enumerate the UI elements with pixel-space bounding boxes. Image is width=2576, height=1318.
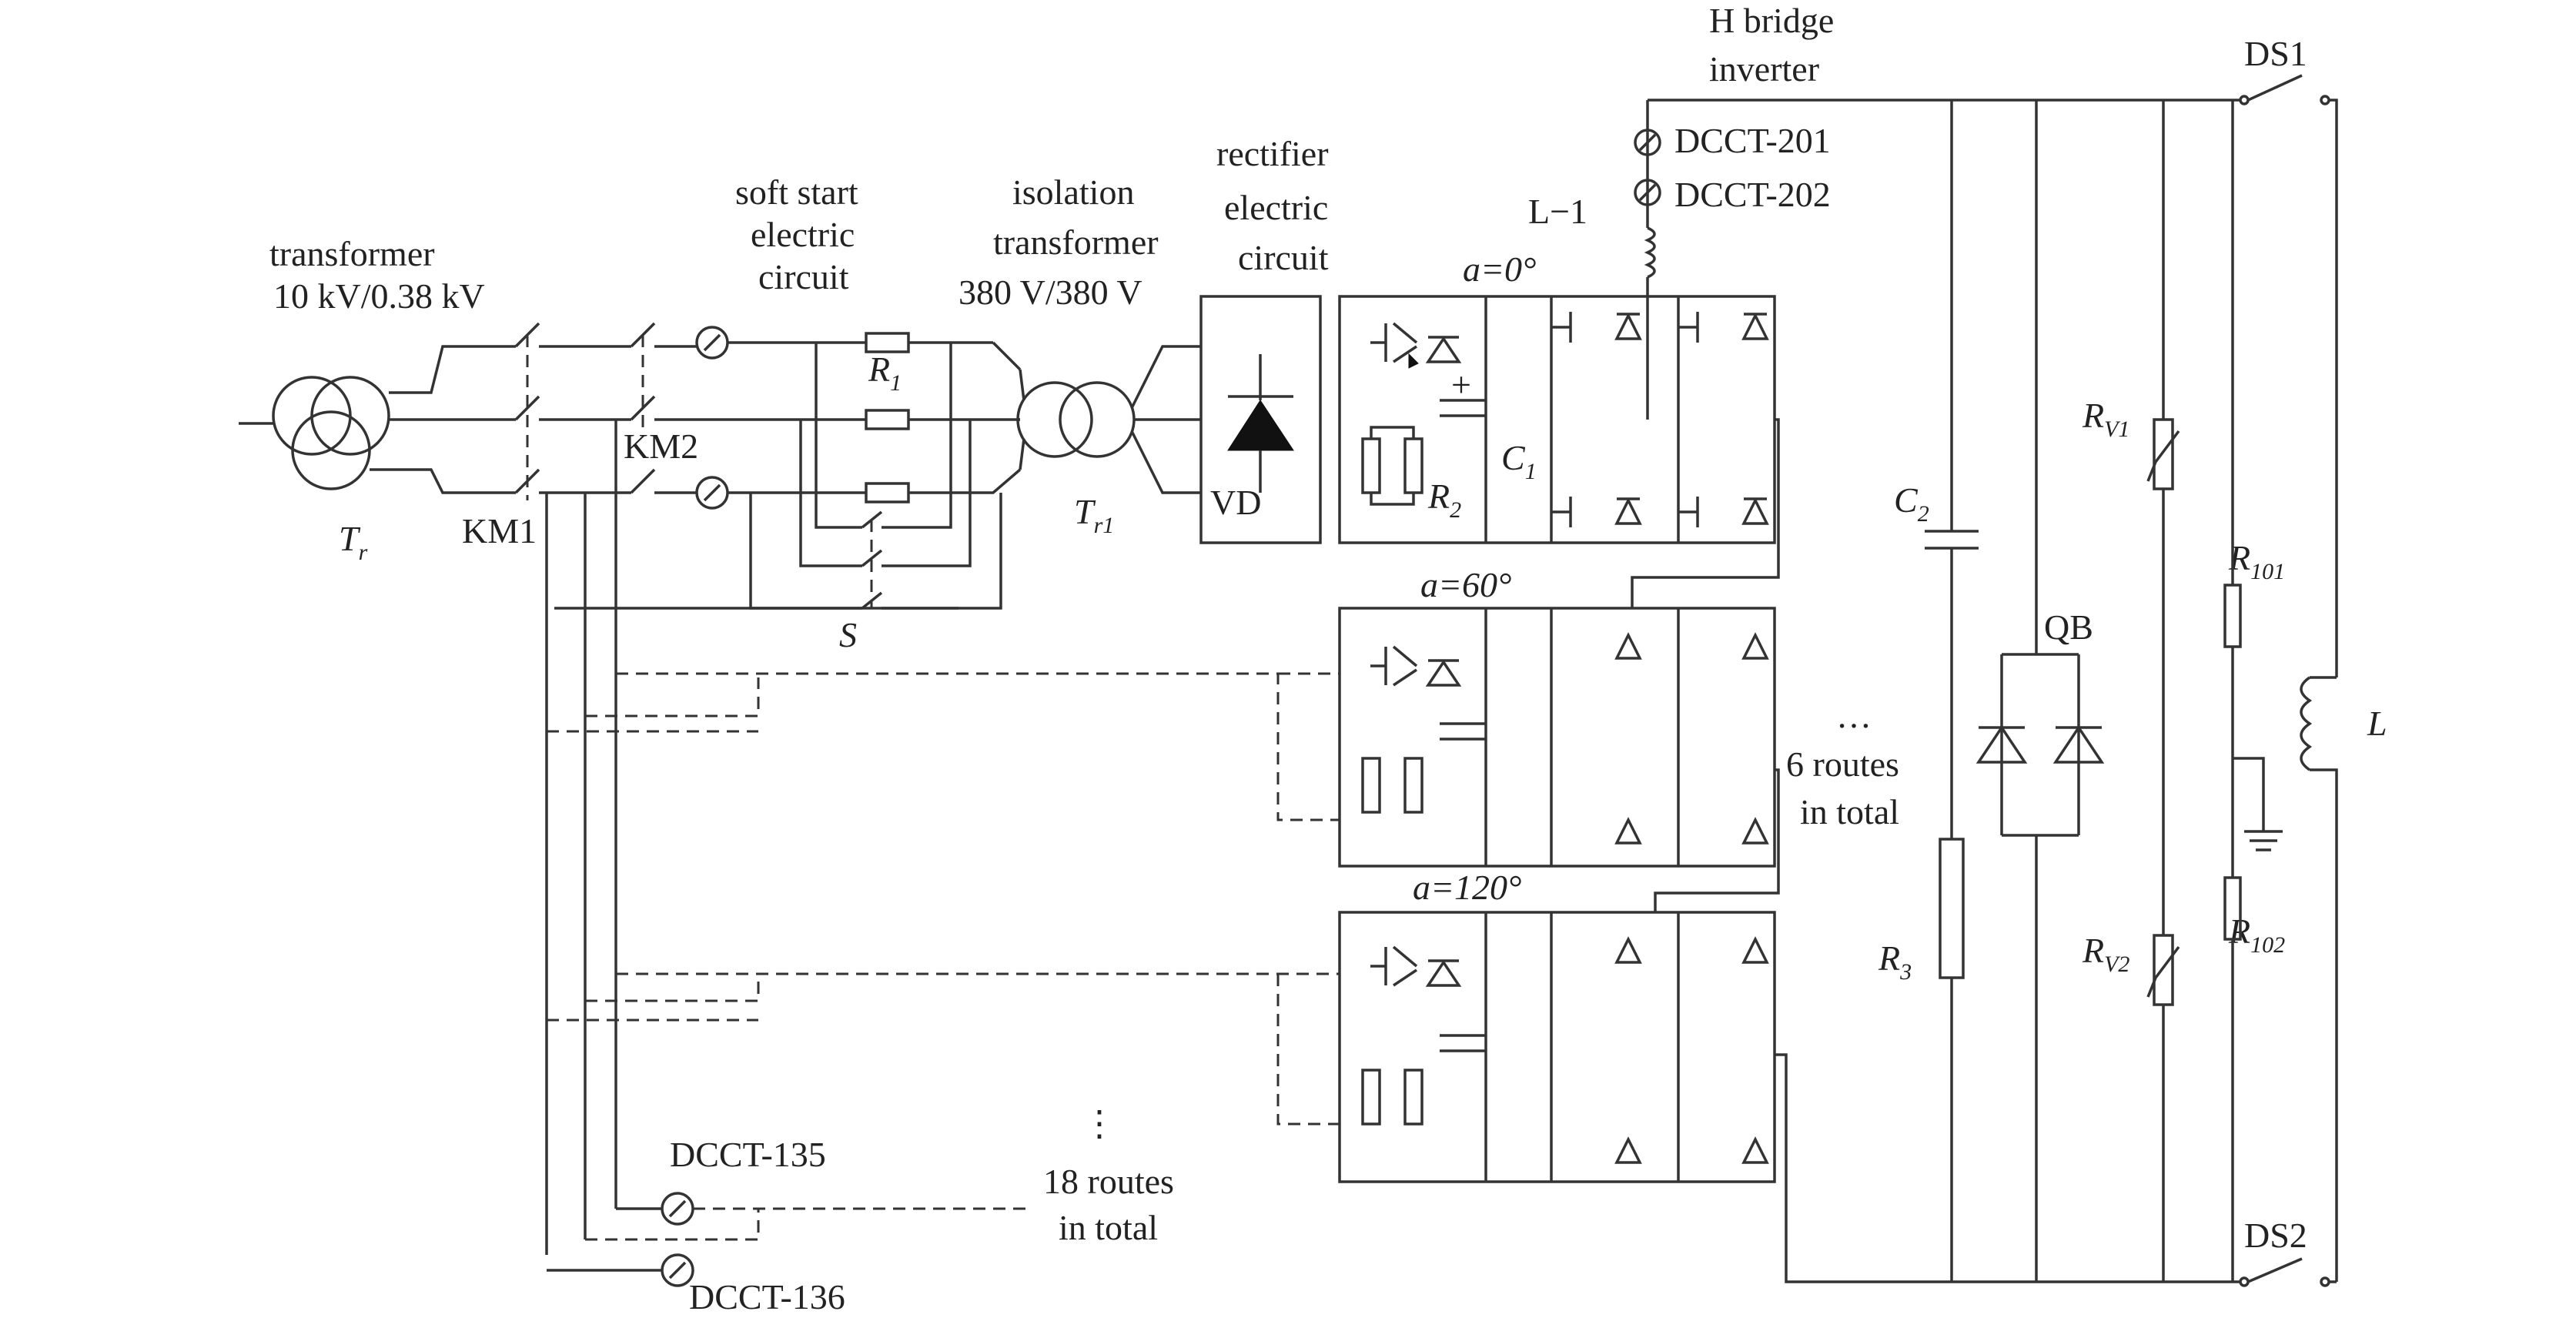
rv2-label: RV2 bbox=[2082, 931, 2129, 977]
l-label: L bbox=[2367, 704, 2387, 743]
isolation-label-1: isolation bbox=[1012, 172, 1134, 212]
c2-r3-branch bbox=[1925, 100, 1979, 1282]
varistor-branch bbox=[2146, 100, 2180, 1282]
angle-60-label: a=60° bbox=[1420, 565, 1511, 604]
dcct-202-sensor bbox=[1634, 179, 1661, 206]
r102-label: R102 bbox=[2228, 912, 2285, 958]
isolation-name: Tr1 bbox=[1074, 492, 1114, 538]
angle-120-label: a=120° bbox=[1413, 868, 1521, 907]
dcct-201-sensor bbox=[1634, 129, 1661, 156]
l1-label: L−1 bbox=[1528, 192, 1587, 231]
km2-label: KM2 bbox=[624, 427, 698, 466]
vd-label: VD bbox=[1210, 483, 1261, 522]
isolation-transformer-symbol bbox=[1016, 345, 1201, 494]
rv1-label: RV1 bbox=[2082, 396, 2129, 442]
hbridge-cell-0: + bbox=[1338, 295, 1776, 544]
rectifier-block bbox=[1199, 295, 1322, 544]
soft-start-label-3: circuit bbox=[758, 257, 849, 296]
soft-start-circuit bbox=[728, 332, 1022, 610]
cell-series-links bbox=[1631, 418, 2240, 1283]
c1-label: C1 bbox=[1501, 438, 1537, 484]
load-inductor-l bbox=[2300, 676, 2338, 1282]
routes18-label-1: 18 routes bbox=[1043, 1162, 1174, 1201]
soft-start-resistor-c bbox=[865, 482, 910, 503]
c1-plus-sign: + bbox=[1451, 365, 1471, 404]
hbridge-cell-60 bbox=[1338, 607, 1776, 868]
main-transformer-symbol bbox=[239, 376, 390, 490]
dashed-route-120 bbox=[547, 972, 1340, 1126]
qb-thyristor-switch bbox=[1975, 100, 2105, 1282]
r2-label: R2 bbox=[1427, 477, 1461, 523]
angle-0-label: a=0° bbox=[1463, 249, 1536, 289]
hbridge-cell-120 bbox=[1338, 911, 1776, 1183]
transformer-output-wires bbox=[370, 345, 516, 494]
rectifier-label-3: circuit bbox=[1238, 238, 1329, 277]
dcct135-label: DCCT-135 bbox=[670, 1135, 826, 1174]
routes6-label-1: 6 routes bbox=[1786, 744, 1899, 784]
current-sensor-phase-a bbox=[695, 326, 729, 360]
r1-label: R1 bbox=[868, 350, 902, 396]
current-sensor-phase-c bbox=[695, 476, 729, 510]
ds2-label: DS2 bbox=[2244, 1216, 2307, 1255]
left-distribution-bus bbox=[545, 420, 958, 1255]
routes18-dots: ⋮ bbox=[1082, 1104, 1117, 1143]
km2-contactor bbox=[630, 322, 778, 494]
r101-label: R101 bbox=[2228, 538, 2285, 584]
soft-start-label-2: electric bbox=[751, 215, 855, 254]
transformer-rating: 10 kV/0.38 kV bbox=[273, 276, 485, 316]
rectifier-label-2: electric bbox=[1224, 188, 1328, 227]
soft-start-label-1: soft start bbox=[735, 172, 858, 212]
r3-label: R3 bbox=[1878, 938, 1912, 985]
resistor-divider bbox=[2223, 100, 2283, 1282]
routes6-label-2: in total bbox=[1800, 792, 1899, 831]
hbridge-label-1: H bridge bbox=[1709, 1, 1834, 40]
isolation-label-3: 380 V/380 V bbox=[958, 273, 1142, 312]
rectifier-label-1: rectifier bbox=[1216, 134, 1329, 173]
output-bus bbox=[1644, 99, 2240, 420]
s-label: S bbox=[839, 615, 857, 654]
dcct-135-sensor bbox=[616, 1192, 1032, 1226]
dcct202-label: DCCT-202 bbox=[1674, 175, 1831, 214]
isolation-label-2: transformer bbox=[993, 222, 1159, 262]
dashed-route-60 bbox=[547, 672, 1340, 821]
ds1-label: DS1 bbox=[2244, 34, 2307, 73]
qb-label: QB bbox=[2044, 607, 2093, 647]
hbridge-label-2: inverter bbox=[1709, 49, 1819, 89]
c2-label: C2 bbox=[1894, 480, 1929, 527]
soft-start-resistor-b bbox=[865, 409, 910, 430]
ds2-switch bbox=[2239, 1257, 2337, 1287]
km1-contactor bbox=[514, 322, 631, 500]
routes18-label-2: in total bbox=[1059, 1208, 1158, 1247]
km1-label: KM1 bbox=[462, 511, 537, 550]
transformer-title: transformer bbox=[269, 234, 435, 273]
dcct-136-sensor bbox=[547, 1209, 760, 1287]
dcct201-label: DCCT-201 bbox=[1674, 121, 1831, 160]
transformer-name: Tr bbox=[339, 519, 368, 565]
dcct136-label: DCCT-136 bbox=[689, 1277, 845, 1314]
routes6-dots: … bbox=[1836, 696, 1872, 735]
ds1-switch bbox=[2239, 74, 2338, 677]
